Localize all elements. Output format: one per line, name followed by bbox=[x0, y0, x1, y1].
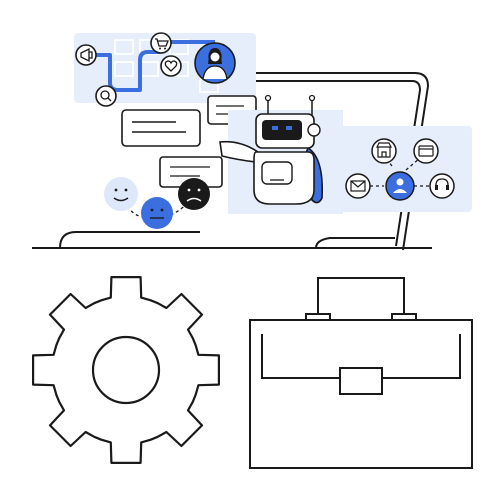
briefcase-handle bbox=[317, 277, 405, 314]
speech-bubble-large bbox=[121, 109, 201, 147]
laptop-base-left bbox=[59, 231, 200, 249]
customer-channels-panel bbox=[336, 126, 472, 212]
megaphone-icon bbox=[75, 44, 97, 66]
neutral-face-icon bbox=[141, 197, 173, 229]
marketing-path-line bbox=[84, 40, 215, 92]
search-icon bbox=[95, 85, 117, 107]
shopping-cart-icon bbox=[150, 32, 172, 54]
laptop-base-right bbox=[315, 237, 395, 249]
card-icon bbox=[413, 138, 439, 164]
laptop-screen-outer bbox=[205, 72, 429, 251]
headset-icon bbox=[429, 173, 455, 199]
user-avatar-icon bbox=[194, 42, 236, 84]
speech-bubble-mid bbox=[159, 156, 223, 188]
gear-icon bbox=[32, 276, 220, 464]
laptop bbox=[59, 72, 429, 251]
laptop-screen-inner bbox=[205, 80, 421, 247]
briefcase-icon bbox=[249, 277, 473, 469]
robot-icon bbox=[219, 94, 343, 214]
store-icon bbox=[371, 138, 397, 164]
marketing-path-panel bbox=[74, 32, 256, 107]
feedback-faces bbox=[104, 177, 210, 229]
sad-face-icon bbox=[178, 178, 210, 210]
smile-face-icon bbox=[104, 177, 138, 211]
person-icon bbox=[385, 171, 415, 201]
mail-icon bbox=[345, 173, 371, 199]
briefcase-clasp bbox=[339, 367, 383, 395]
heart-icon bbox=[160, 55, 182, 77]
